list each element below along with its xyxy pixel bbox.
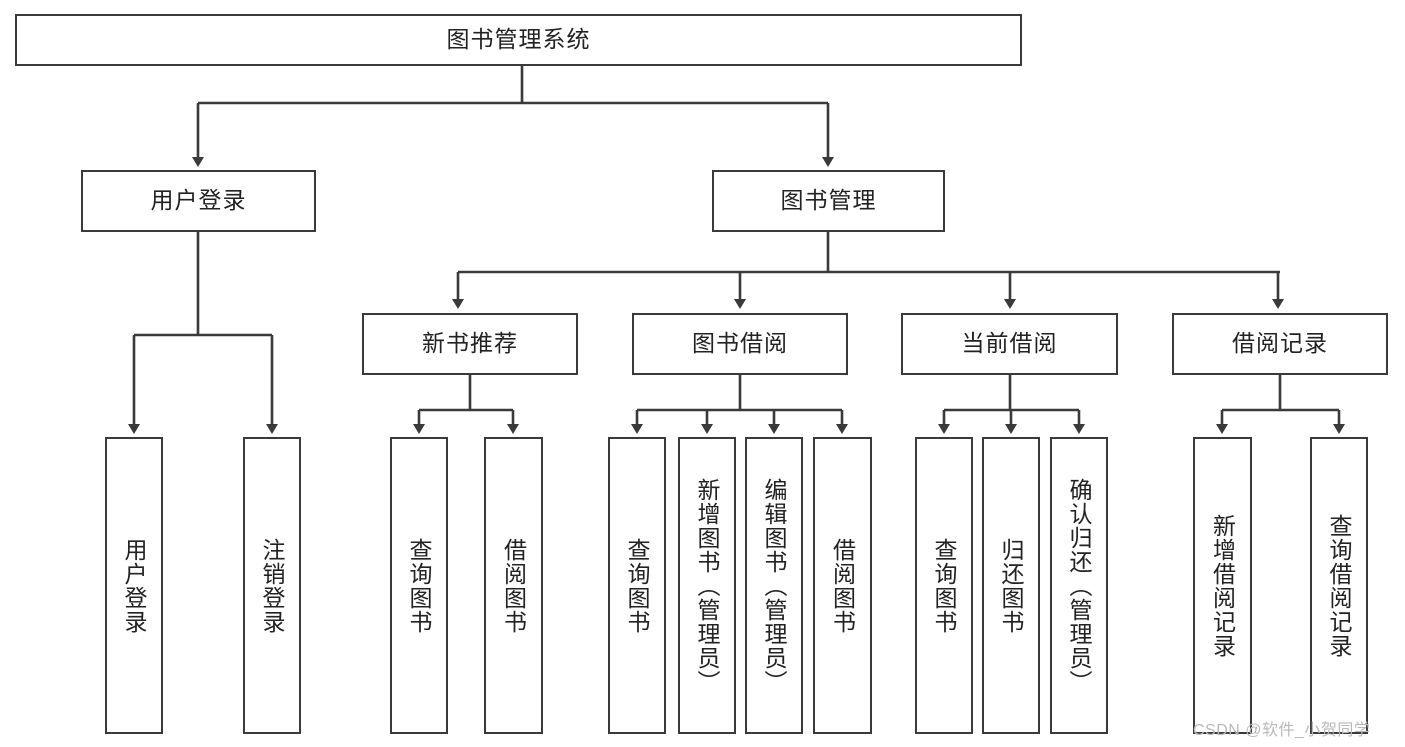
node-leaf-query-book-1[interactable]: 查询图书 [390,437,448,734]
node-leaf-query-record[interactable]: 查询借阅记录 [1310,437,1368,734]
node-label: 归还图书 [998,537,1025,634]
node-leaf-user-logout[interactable]: 注销登录 [243,437,301,734]
node-leaf-return-book[interactable]: 归还图书 [982,437,1040,734]
node-label: 当前借阅 [961,330,1058,357]
node-root-book-management-system[interactable]: 图书管理系统 [15,14,1022,66]
node-borrow-record[interactable]: 借阅记录 [1172,313,1388,375]
node-label: 图书借阅 [692,330,788,357]
node-label: 确认归还（管理员） [1066,477,1093,694]
node-leaf-query-book-3[interactable]: 查询图书 [915,437,973,734]
node-label: 查询借阅记录 [1326,513,1353,658]
node-label: 注销登录 [259,537,286,634]
node-leaf-user-login[interactable]: 用户登录 [105,437,163,734]
node-label: 新书推荐 [422,330,518,357]
node-label: 图书管理 [780,187,877,214]
node-user-login[interactable]: 用户登录 [81,170,316,232]
node-leaf-add-record[interactable]: 新增借阅记录 [1193,437,1252,734]
node-label: 查询图书 [931,537,958,634]
node-label: 新增借阅记录 [1209,513,1236,658]
node-leaf-add-book[interactable]: 新增图书（管理员） [678,437,736,734]
node-label: 新增图书（管理员） [694,477,721,694]
node-leaf-borrow-book-2[interactable]: 借阅图书 [813,437,872,734]
node-label: 用户登录 [121,537,148,634]
node-label: 查询图书 [624,537,651,634]
node-leaf-confirm-return[interactable]: 确认归还（管理员） [1050,437,1108,734]
node-leaf-edit-book[interactable]: 编辑图书（管理员） [745,437,803,734]
csdn-watermark: CSDN @软件_小贺同学 [1193,722,1371,739]
node-label: 借阅图书 [829,537,856,634]
node-label: 图书管理系统 [446,26,591,53]
node-leaf-borrow-book-1[interactable]: 借阅图书 [484,437,543,734]
node-current-borrow[interactable]: 当前借阅 [901,313,1118,375]
node-new-book-recommend[interactable]: 新书推荐 [362,313,578,375]
node-label: 编辑图书（管理员） [761,477,788,694]
node-label: 用户登录 [150,187,247,214]
node-book-borrow[interactable]: 图书借阅 [632,313,848,375]
node-leaf-query-book-2[interactable]: 查询图书 [608,437,666,734]
node-label: 查询图书 [406,537,433,634]
node-book-manage[interactable]: 图书管理 [712,170,945,232]
node-label: 借阅图书 [500,537,527,634]
node-label: 借阅记录 [1232,330,1328,357]
